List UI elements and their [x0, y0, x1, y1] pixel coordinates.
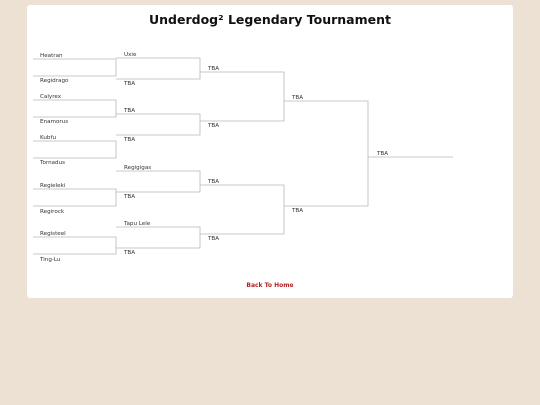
r3-player: TBA: [207, 123, 219, 129]
r3-player: TBA: [207, 236, 219, 242]
r2-player: Uxie: [124, 52, 137, 58]
r1-player: Ting-Lu: [39, 257, 61, 263]
r1-match-1-lines: [33, 58, 117, 77]
champion: TBA: [376, 151, 388, 157]
r1-player: Regieleki: [40, 183, 66, 189]
r4-match-lines: [284, 100, 369, 207]
r2-player: TBA: [123, 81, 135, 87]
r2-match-2-lines: [116, 113, 201, 136]
r2-match-3-lines: [116, 170, 201, 193]
r1-match-4-lines: [33, 188, 117, 207]
r1-match-3-lines: [33, 140, 117, 159]
r2-match-1-lines: [116, 57, 201, 80]
r2-player: Tapu Lele: [123, 221, 151, 227]
r2-player: TBA: [123, 108, 135, 114]
r4-player: TBA: [291, 208, 303, 214]
r1-player: Regidrago: [40, 78, 69, 84]
r2-match-4-lines: [116, 226, 201, 249]
r1-player: Kubfu: [40, 135, 56, 141]
r4-player: TBA: [291, 95, 303, 101]
r1-player: Enamorus: [40, 119, 68, 125]
r2-player: TBA: [123, 137, 135, 143]
r1-player: Tornadus: [39, 160, 65, 166]
r3-player: TBA: [207, 66, 219, 72]
r2-player: Regigigas: [124, 165, 151, 171]
r1-player: Calyrex: [40, 94, 62, 100]
page-title: Underdog² Legendary Tournament: [149, 12, 391, 27]
r3-match-1-lines: [200, 71, 285, 122]
tournament-bracket: Heatran Regidrago Calyrex Enamorus Kubfu…: [33, 52, 453, 263]
bracket-lines: [33, 57, 453, 255]
back-to-home-link[interactable]: Back To Home: [246, 282, 294, 289]
r1-match-5-lines: [33, 236, 117, 255]
r1-player: Heatran: [40, 53, 63, 59]
bracket-panel: Underdog² Legendary Tournament Heatran: [27, 5, 513, 298]
r3-player: TBA: [207, 179, 219, 185]
r3-match-2-lines: [200, 184, 285, 235]
r2-player: TBA: [123, 194, 135, 200]
r1-match-2-lines: [33, 99, 117, 118]
bracket-labels: Heatran Regidrago Calyrex Enamorus Kubfu…: [39, 52, 388, 263]
r1-player: Regirock: [40, 209, 65, 215]
r2-player: TBA: [123, 250, 135, 256]
r1-player: Registeel: [40, 231, 66, 237]
